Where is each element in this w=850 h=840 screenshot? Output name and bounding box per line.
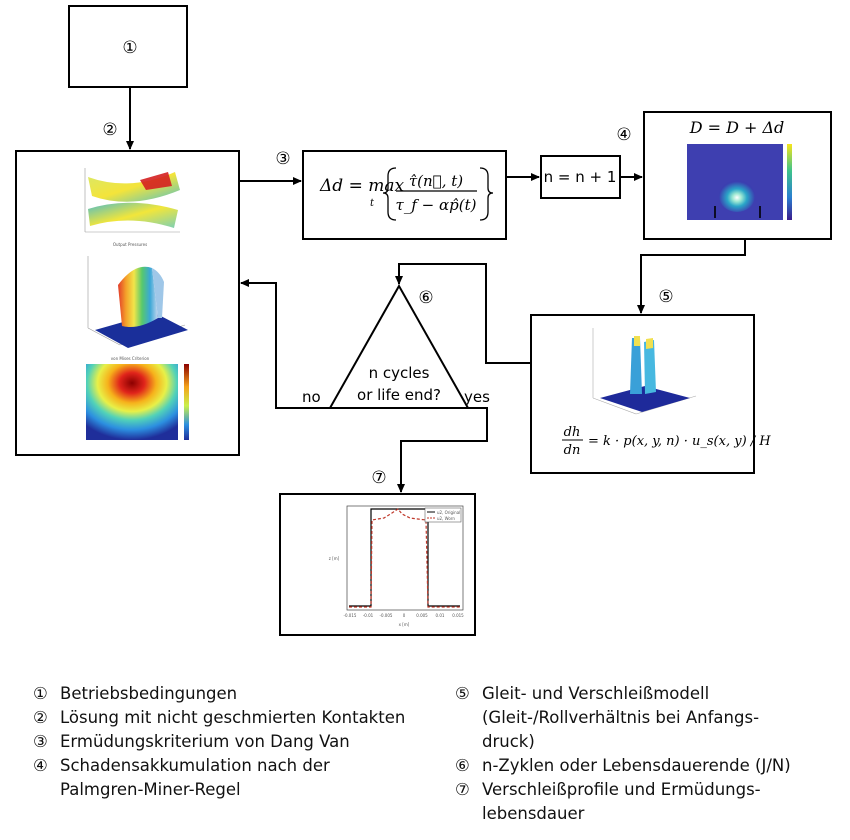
marker-2: ②: [102, 120, 117, 140]
legend-text: Gleit- und Verschleißmodell: [482, 684, 710, 703]
yes-label: yes: [464, 388, 490, 406]
decision-line-1: n cycles: [369, 364, 430, 382]
legend-item: ⑤ Gleit- und Verschleißmodell: [455, 682, 791, 706]
svg-text:z [m]: z [m]: [329, 556, 340, 561]
arrow-4-to-5: [637, 239, 746, 314]
arrow-5-to-6: [395, 263, 531, 364]
legend-text: Ermüdungskriterium von Dang Van: [60, 732, 350, 751]
dang-van-formula: Δd = max t τ̂(n⃗, t) τ_f − αp̂(t): [319, 167, 494, 221]
box-dang-van: [302, 150, 507, 240]
svg-text:τ̂(n⃗, t): τ̂(n⃗, t): [409, 172, 463, 190]
x-tick-label: -0.005: [380, 613, 393, 618]
decision-triangle: [328, 283, 470, 409]
flowchart: ① ② Output Pressures von Mises Criterion: [15, 5, 832, 636]
legend-item: ③ Ermüdungskriterium von Dang Van: [33, 730, 405, 754]
legend-text: Betriebsbedingungen: [60, 684, 238, 703]
legend-item: ② Lösung mit nicht geschmierten Kontakten: [33, 706, 405, 730]
svg-text:= k · p(x, y, n) · u_s(x, y) /: = k · p(x, y, n) · u_s(x, y) / H: [588, 434, 771, 449]
svg-text:u2, Original: u2, Original: [437, 510, 460, 515]
legend-number: ①: [33, 684, 48, 703]
x-tick-label: 0.01: [436, 613, 445, 618]
marker-7: ⑦: [371, 468, 386, 488]
legend-number: ⑦: [455, 780, 470, 799]
legend-text-continued: Palmgren-Miner-Regel: [60, 780, 241, 799]
svg-text:dh: dh: [564, 425, 581, 440]
contact-thumbnails: Output Pressures von Mises Criterion: [84, 168, 189, 440]
legend-text-continued: (Gleit-/Rollverhältnis bei Anfangs-: [482, 708, 760, 727]
legend-number: ②: [33, 708, 48, 727]
svg-text:Output Pressures: Output Pressures: [113, 242, 147, 247]
marker-6: ⑥: [418, 288, 433, 308]
box-operating-conditions: [68, 5, 188, 88]
legend-text-continued: druck): [482, 732, 535, 751]
counter-label: n = n + 1: [544, 168, 617, 186]
legend-text: Schadensakkumulation nach der: [60, 756, 330, 775]
svg-text:x [m]: x [m]: [399, 622, 410, 627]
legend-text: n-Zyklen oder Lebensdauerende (J/N): [482, 756, 791, 775]
damage-contour-plot: [687, 144, 792, 220]
svg-text:t: t: [370, 198, 375, 209]
marker-3: ③: [275, 149, 290, 169]
profile-original: [349, 508, 460, 607]
pressure-surface-plot: Output Pressures: [84, 168, 180, 247]
svg-text:τ_f − αp̂(t): τ_f − αp̂(t): [396, 196, 477, 214]
legend-number: ⑤: [455, 684, 470, 703]
wear-x-ticks: -0.015 -0.01 -0.005 0 0.005 0.01 0.015: [344, 613, 465, 618]
legend-number: ⑥: [455, 756, 470, 775]
legend-text: Verschleißprofile und Ermüdungs-: [482, 780, 761, 799]
wear-3d-plot: [592, 328, 697, 415]
x-tick-label: 0: [403, 613, 406, 618]
legend-item: ⑥ n-Zyklen oder Lebensdauerende (J/N): [455, 754, 791, 778]
svg-text:u2, Worn: u2, Worn: [437, 516, 455, 521]
legend-item: ① Betriebsbedingungen: [33, 682, 405, 706]
x-tick-label: 0.005: [416, 613, 428, 618]
x-tick-label: -0.015: [344, 613, 357, 618]
wear-profile-chart: u2, Original u2, Worn x [m] z [m] -0.015…: [329, 505, 465, 627]
von-mises-contour: von Mises Criterion: [86, 356, 189, 440]
svg-text:von Mises Criterion: von Mises Criterion: [111, 356, 150, 361]
legend-number: ④: [33, 756, 48, 775]
legend-number: ③: [33, 732, 48, 751]
arrow-yes-to-7: [397, 407, 488, 493]
decision-line-2: or life end?: [357, 386, 441, 404]
x-tick-label: 0.015: [452, 613, 464, 618]
arrow-no-to-2: [240, 279, 330, 409]
x-tick-label: -0.01: [363, 613, 374, 618]
marker-4: ④: [616, 125, 631, 145]
legend-text-continued: lebensdauer: [482, 804, 585, 823]
stress-3d-plot: [87, 256, 188, 348]
svg-text:dn: dn: [564, 443, 581, 458]
legend-item: ④ Schadensakkumulation nach der: [33, 754, 405, 778]
svg-text:Δd = max: Δd = max: [319, 176, 404, 196]
wear-formula: dh dn = k · p(x, y, n) · u_s(x, y) / H: [562, 425, 771, 458]
legend-item: ⑦ Verschleißprofile und Ermüdungs-: [455, 778, 791, 802]
profile-worn: [349, 508, 460, 608]
damage-formula: D = D + Δd: [689, 118, 785, 137]
marker-5: ⑤: [658, 287, 673, 307]
legend-right: ⑤ Gleit- und Verschleißmodell (Gleit-/Roll…: [455, 682, 791, 826]
legend-text: Lösung mit nicht geschmierten Kontakten: [60, 708, 406, 727]
legend-left: ① Betriebsbedingungen ② Lösung mit nicht ge…: [33, 682, 405, 802]
marker-1: ①: [122, 38, 137, 58]
no-label: no: [302, 388, 321, 406]
